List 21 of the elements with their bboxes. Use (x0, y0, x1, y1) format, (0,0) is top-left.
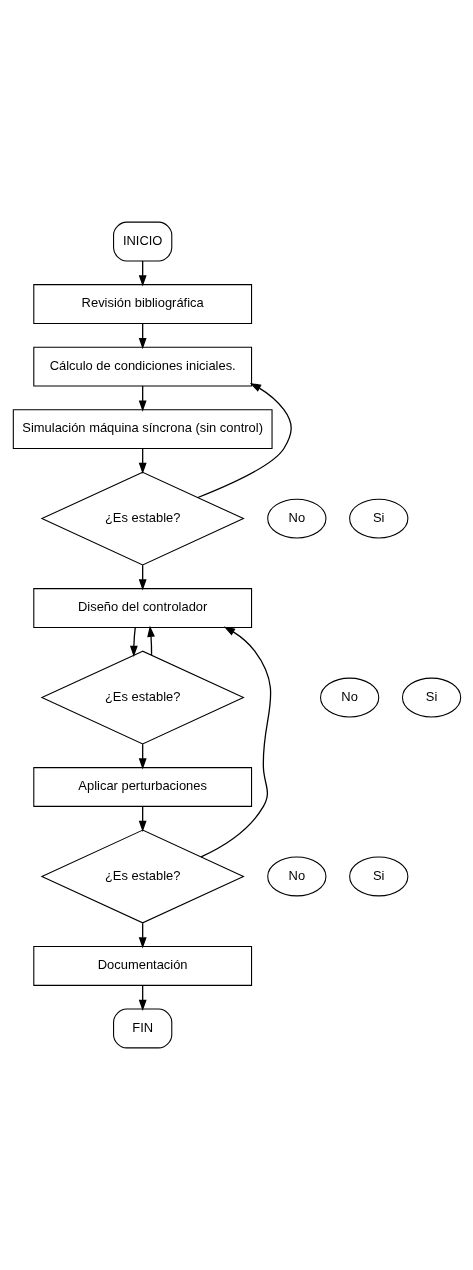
node-ellipse: Si (348, 498, 408, 539)
node-diamond: ¿Es estable? (40, 650, 245, 745)
node-ellipse: No (266, 498, 326, 539)
node-box: Simulación máquina síncrona (sin control) (12, 409, 273, 450)
arrow (199, 626, 271, 858)
node-box: FIN (112, 1008, 172, 1049)
node-box: Documentación (32, 946, 252, 986)
node-box: Cálculo de condiciones iniciales. (32, 346, 252, 387)
node-ellipse: Si (348, 856, 408, 897)
node-box: Diseño del controlador (32, 588, 252, 628)
arrow (129, 627, 138, 657)
node-box: Revisión bibliográfica (32, 284, 252, 324)
node-diamond: ¿Es estable? (40, 829, 245, 924)
node-ellipse: No (266, 856, 326, 897)
node-box: Aplicar perturbaciones (32, 767, 252, 807)
arrow (146, 625, 155, 656)
node-ellipse: No (319, 677, 379, 718)
arrow (196, 382, 292, 499)
node-ellipse: Si (401, 677, 461, 718)
node-diamond: ¿Es estable? (40, 471, 245, 566)
node-box: INICIO (112, 221, 172, 262)
